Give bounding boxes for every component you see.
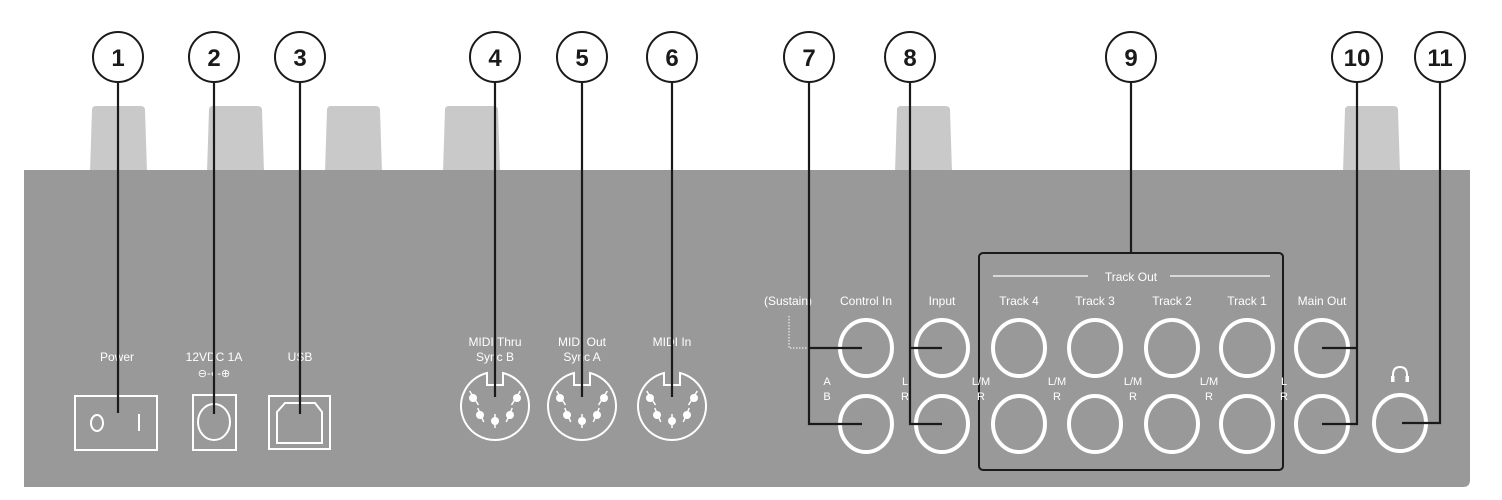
panel [24, 170, 1470, 487]
knob [325, 106, 382, 172]
callout-11: 11 [1414, 31, 1466, 83]
callout-number: 7 [802, 45, 815, 72]
label-main-out: Main Out [1298, 294, 1347, 308]
label-track4: Track 4 [999, 294, 1039, 308]
label-track4-r: R [977, 391, 985, 403]
label-track2: Track 2 [1152, 294, 1192, 308]
track2-jack-top [1144, 318, 1200, 378]
label-track3: Track 3 [1075, 294, 1115, 308]
knob [1343, 106, 1400, 172]
midi-in-port [637, 371, 707, 441]
midi-thru-port [460, 371, 530, 441]
track3-jack-bottom [1067, 394, 1123, 454]
callout-5: 5 [556, 31, 608, 83]
leader-lines [116, 82, 1442, 426]
label-track4-lm: L/M [972, 376, 990, 388]
label-b: B [823, 391, 830, 403]
label-sustain: (Sustain) [764, 294, 812, 308]
callout-number: 1 [111, 45, 124, 72]
label-control-in: Control In [840, 294, 892, 308]
callout-7: 7 [783, 31, 835, 83]
label-track1-r: R [1205, 391, 1213, 403]
knob [443, 106, 500, 172]
callout-number: 8 [903, 45, 916, 72]
callout-3: 3 [274, 31, 326, 83]
callout-4: 4 [469, 31, 521, 83]
sustain-link [788, 316, 809, 349]
callout-6: 6 [646, 31, 698, 83]
track1-jack-bottom [1219, 394, 1275, 454]
track1-jack-top [1219, 318, 1275, 378]
callout-number: 11 [1427, 45, 1452, 72]
label-input-r: R [901, 391, 909, 403]
track3-jack-top [1067, 318, 1123, 378]
callout-1: 1 [92, 31, 144, 83]
callout-number: 4 [488, 45, 502, 72]
headphones-icon [1392, 365, 1408, 381]
callout-9: 9 [1105, 31, 1157, 83]
label-track2-lm: L/M [1124, 376, 1142, 388]
callout-number: 10 [1344, 45, 1371, 72]
callout-2: 2 [188, 31, 240, 83]
label-a: A [823, 376, 831, 388]
power-switch [74, 395, 158, 451]
callout-number: 9 [1124, 45, 1137, 72]
callout-number: 2 [207, 45, 220, 72]
track4-jack-top [991, 318, 1047, 378]
knob [207, 106, 264, 172]
callout-10: 10 [1331, 31, 1383, 83]
label-track1: Track 1 [1227, 294, 1267, 308]
callout-number: 6 [665, 45, 678, 72]
label-track-out: Track Out [1105, 270, 1158, 284]
label-track3-lm: L/M [1048, 376, 1066, 388]
callout-number: 5 [575, 45, 588, 72]
label-input: Input [929, 294, 956, 308]
track4-jack-bottom [991, 394, 1047, 454]
label-main-l: L [1281, 376, 1287, 388]
label-main-r: R [1280, 391, 1288, 403]
label-track3-r: R [1053, 391, 1061, 403]
knobs [90, 106, 1400, 172]
track2-jack-bottom [1144, 394, 1200, 454]
label-track1-lm: L/M [1200, 376, 1218, 388]
label-input-l: L [902, 376, 908, 388]
label-track2-r: R [1129, 391, 1137, 403]
callout-8: 8 [884, 31, 936, 83]
callout-number: 3 [293, 45, 306, 72]
midi-out-port [547, 371, 617, 441]
knob [895, 106, 952, 172]
